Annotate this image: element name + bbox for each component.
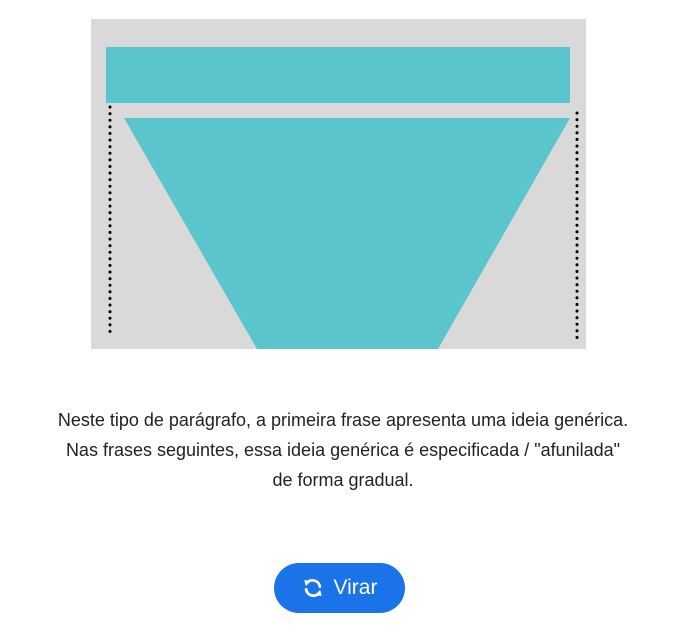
funnel-paragraph-diagram — [91, 19, 586, 349]
generic-idea-bar — [106, 47, 570, 103]
refresh-icon — [302, 577, 324, 599]
flip-button[interactable]: Virar — [274, 563, 405, 613]
caption-line-1: Neste tipo de parágrafo, a primeira fras… — [57, 410, 629, 430]
flip-button-label: Virar — [333, 576, 378, 599]
funnel-shape — [124, 118, 570, 349]
caption-line-3: de forma gradual. — [272, 470, 414, 490]
card-caption: Neste tipo de parágrafo, a primeira fras… — [0, 405, 686, 495]
funnel-diagram-svg — [91, 19, 586, 349]
caption-line-2: Nas frases seguintes, essa ideia genéric… — [65, 440, 621, 460]
